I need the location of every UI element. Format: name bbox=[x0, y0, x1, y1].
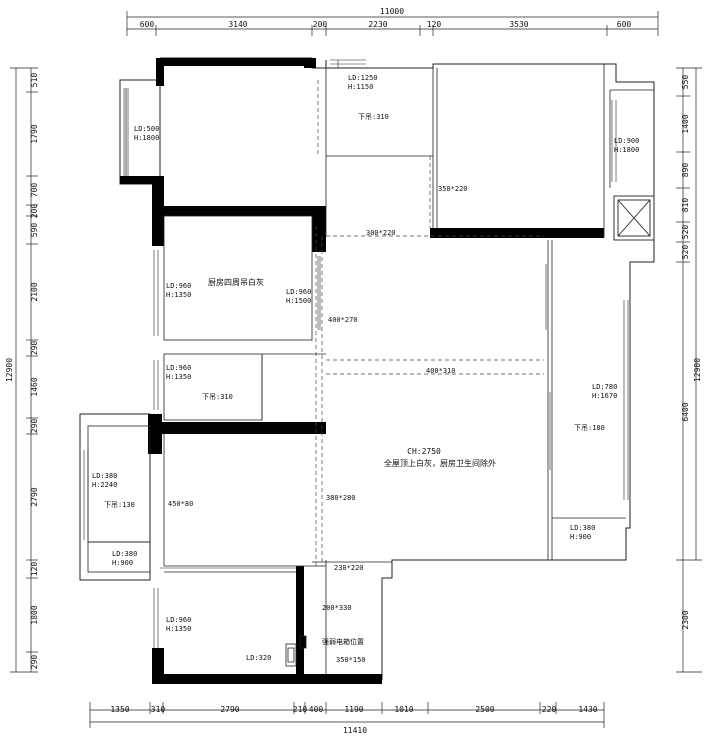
window-label: LD:380 bbox=[112, 550, 137, 558]
beam-label: 350*150 bbox=[336, 656, 366, 664]
window-label: H:1150 bbox=[348, 83, 373, 91]
beam-dashed-lines bbox=[315, 80, 544, 566]
window-label: H:2240 bbox=[92, 481, 117, 489]
bottom-seg-dim: 1010 bbox=[394, 705, 413, 714]
drop-ceiling-label: 下吊:130 bbox=[104, 501, 135, 509]
drop-ceiling-label: 下吊:180 bbox=[574, 424, 605, 432]
window-label: H:1670 bbox=[592, 392, 617, 400]
left-dims: 510 1790 700 200 590 2100 290 1460 290 2… bbox=[5, 73, 39, 670]
shaft-box bbox=[613, 195, 655, 241]
left-seg-dim: 120 bbox=[30, 562, 39, 577]
solid-walls bbox=[120, 58, 604, 684]
top-seg-dim: 120 bbox=[427, 20, 442, 29]
bottom-seg-dim: 400 bbox=[309, 705, 324, 714]
window-label: LD:960 bbox=[286, 288, 311, 296]
drop-ceiling-label: 下吊:310 bbox=[202, 393, 233, 401]
left-seg-dim: 700 bbox=[30, 183, 39, 198]
right-seg-dim: 890 bbox=[681, 163, 690, 178]
left-seg-dim: 2790 bbox=[30, 487, 39, 506]
left-seg-dim: 1460 bbox=[30, 377, 39, 396]
window-label: H:1350 bbox=[166, 373, 191, 381]
left-seg-dim: 510 bbox=[30, 73, 39, 88]
left-seg-dim: 1800 bbox=[30, 605, 39, 624]
bottom-seg-dim: 310 bbox=[151, 705, 166, 714]
window-label: LD:960 bbox=[166, 616, 191, 624]
window-label: H:1800 bbox=[134, 134, 159, 142]
left-seg-dim: 290 bbox=[30, 419, 39, 434]
bottom-seg-dim: 1350 bbox=[110, 705, 129, 714]
meter-box-label: 强弱电箱位置 bbox=[322, 637, 364, 646]
right-dimension-line bbox=[676, 67, 702, 673]
bottom-dimension-line bbox=[89, 702, 605, 728]
left-seg-dim: 1790 bbox=[30, 124, 39, 143]
window-label: H:900 bbox=[112, 559, 133, 567]
meter-box-fixture bbox=[285, 635, 307, 667]
right-seg-dim: 6400 bbox=[681, 402, 690, 421]
drop-ceiling-label: 下吊:310 bbox=[358, 113, 389, 121]
window-label: H:1350 bbox=[166, 625, 191, 633]
window-label: LD:320 bbox=[246, 654, 271, 662]
room-note: 厨房四周吊白灰 bbox=[208, 277, 264, 287]
right-seg-dim: 520 bbox=[681, 245, 690, 260]
top-dimension-line bbox=[126, 11, 659, 36]
window-label: LD:960 bbox=[166, 282, 191, 290]
window-label: LD:780 bbox=[592, 383, 617, 391]
window-label: H:1800 bbox=[614, 146, 639, 154]
main-note: 全屋顶上白灰，厨房卫生间除外 bbox=[384, 458, 496, 468]
bottom-seg-dim: 1430 bbox=[578, 705, 597, 714]
bottom-seg-dim: 2790 bbox=[220, 705, 239, 714]
window-label: LD:960 bbox=[166, 364, 191, 372]
bottom-seg-dim: 220 bbox=[542, 705, 557, 714]
right-total-dim: 12900 bbox=[693, 358, 702, 382]
left-seg-dim: 2100 bbox=[30, 282, 39, 301]
window-label: LD:1250 bbox=[348, 74, 378, 82]
bottom-seg-dim: 2500 bbox=[475, 705, 494, 714]
left-seg-dim: 290 bbox=[30, 341, 39, 356]
beam-label: 230*220 bbox=[334, 564, 364, 572]
beam-label: 300*220 bbox=[366, 229, 396, 237]
bottom-seg-dim: 210 bbox=[293, 705, 308, 714]
beam-label: 450*80 bbox=[168, 500, 193, 508]
top-seg-dim: 3530 bbox=[509, 20, 528, 29]
top-seg-dim: 3140 bbox=[228, 20, 247, 29]
top-seg-dim: 2230 bbox=[368, 20, 387, 29]
left-seg-dim: 290 bbox=[30, 655, 39, 670]
right-seg-dim: 1400 bbox=[681, 114, 690, 133]
left-dimension-line bbox=[10, 67, 38, 673]
right-dims: 550 1400 890 810 520 520 6400 2300 12900 bbox=[681, 75, 702, 630]
beam-label: 350*220 bbox=[438, 185, 468, 193]
right-seg-dim: 550 bbox=[681, 75, 690, 90]
right-seg-dim: 520 bbox=[681, 225, 690, 240]
bottom-total-dim: 11410 bbox=[343, 726, 367, 735]
bottom-seg-dim: 1190 bbox=[344, 705, 363, 714]
left-seg-dim: 200 bbox=[30, 204, 39, 219]
right-seg-dim: 2300 bbox=[681, 610, 690, 629]
window-label: LD:380 bbox=[92, 472, 117, 480]
window-label: LD:500 bbox=[134, 125, 159, 133]
left-seg-dim: 590 bbox=[30, 223, 39, 238]
top-seg-dim: 600 bbox=[140, 20, 155, 29]
window-label: LD:900 bbox=[614, 137, 639, 145]
top-total-dim: 11000 bbox=[380, 7, 404, 16]
left-total-dim: 12900 bbox=[5, 358, 14, 382]
beam-label: 200*330 bbox=[322, 604, 352, 612]
beam-label: 400*310 bbox=[426, 367, 456, 375]
ceiling-height-label: CH:2750 bbox=[407, 447, 441, 456]
annotations: LD:500 H:1800 LD:1250 H:1150 下吊:310 LD:9… bbox=[92, 74, 639, 664]
window-label: LD:380 bbox=[570, 524, 595, 532]
right-seg-dim: 810 bbox=[681, 198, 690, 213]
window-label: H:1350 bbox=[166, 291, 191, 299]
window-frames bbox=[83, 59, 629, 648]
window-label: H:1500 bbox=[286, 297, 311, 305]
top-seg-dim: 600 bbox=[617, 20, 632, 29]
beam-label: 400*270 bbox=[328, 316, 358, 324]
top-seg-dim: 200 bbox=[313, 20, 328, 29]
beam-label: 380*280 bbox=[326, 494, 356, 502]
window-label: H:900 bbox=[570, 533, 591, 541]
interior-partitions bbox=[87, 64, 655, 674]
